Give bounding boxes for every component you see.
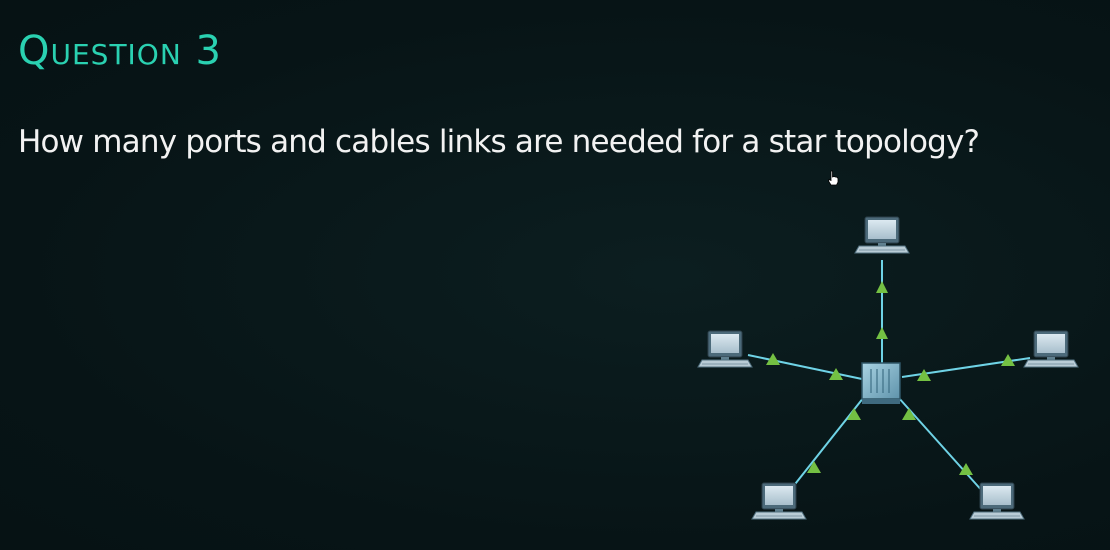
cable-bottom-right: [897, 396, 985, 494]
computer-icon-bottom-right[interactable]: [969, 482, 1025, 520]
cable-left: [747, 354, 863, 380]
port-indicator-bottom-left-inner: [847, 408, 861, 420]
port-indicator-left-inner: [829, 368, 843, 380]
question-text: How many ports and cables links are need…: [18, 124, 980, 160]
port-indicator-left-outer: [766, 353, 780, 365]
hand-pointer-icon: [828, 170, 839, 186]
computer-icon-right[interactable]: [1023, 330, 1079, 368]
port-indicator-top-inner: [876, 327, 888, 339]
slide-title: Question 3: [18, 28, 222, 74]
port-indicator-bottom-right-outer: [959, 463, 973, 475]
port-indicator-right-outer: [1001, 354, 1015, 366]
star-topology-diagram: [697, 216, 1079, 520]
switch-icon[interactable]: [861, 362, 901, 404]
port-indicator-bottom-left-outer: [807, 461, 821, 473]
port-indicator-bottom-right-inner: [902, 408, 916, 420]
computer-icon-top[interactable]: [854, 216, 910, 254]
computer-icon-left[interactable]: [697, 330, 753, 368]
port-indicators: [766, 281, 1015, 475]
port-indicator-top-outer: [876, 281, 888, 293]
computer-icon-bottom-left[interactable]: [751, 482, 807, 520]
port-indicator-right-inner: [917, 369, 931, 381]
